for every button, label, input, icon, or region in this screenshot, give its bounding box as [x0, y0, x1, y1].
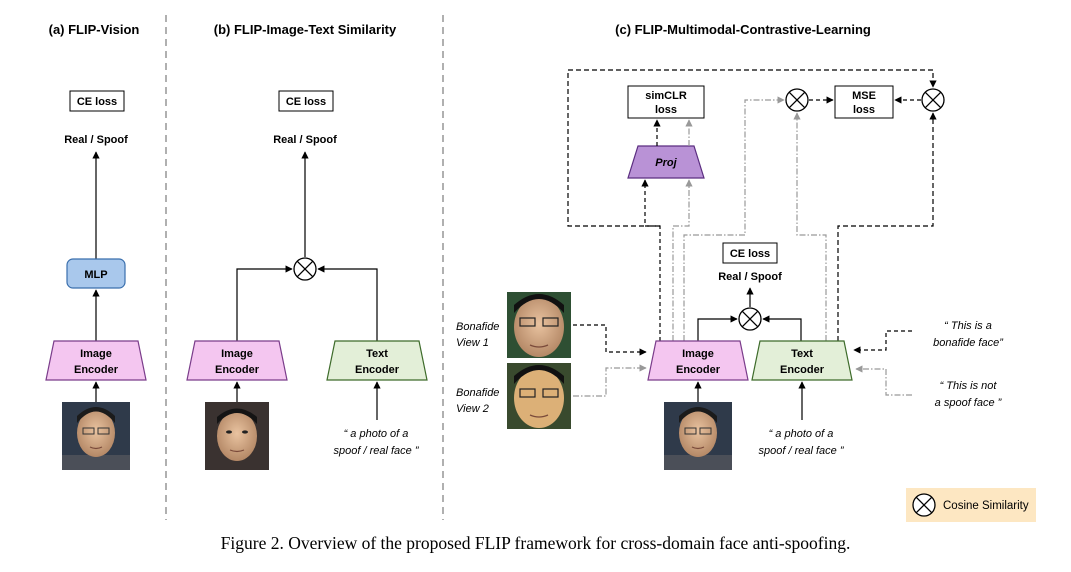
panel-c-cosine-icon-left	[785, 88, 809, 112]
panel-b-arrow-txt-cos	[317, 265, 378, 341]
panel-c-text-encoder-l1: Text	[791, 348, 813, 360]
panel-a-image-encoder-l2: Encoder	[74, 364, 119, 376]
panel-c-text-encoder	[751, 340, 853, 381]
figure-caption: Figure 2. Overview of the proposed FLIP …	[220, 533, 851, 553]
panel-c-prompt-notspoof-l1: “ This is not	[940, 380, 998, 392]
panel-c-mse-loss-box	[834, 85, 894, 119]
panel-b-cosine-icon	[293, 257, 317, 281]
panel-c-arrow-view1-enc	[573, 324, 647, 356]
panel-c-loop-right	[837, 112, 937, 341]
panel-a-image-encoder	[45, 340, 147, 381]
panel-b-ce-loss-box	[278, 90, 334, 112]
panel-c-image-encoder-l1: Image	[682, 348, 714, 360]
panel-b-text-encoder-l2: Encoder	[355, 364, 400, 376]
panel-b-text-encoder	[326, 340, 428, 381]
panel-c-arrow-img-proj-2	[672, 179, 693, 341]
panel-a-ce-loss: CE loss	[77, 96, 117, 108]
panel-c-proj: Proj	[655, 157, 677, 169]
panel-c-mse-l2: loss	[853, 104, 875, 116]
panel-c-image-encoder	[647, 340, 749, 381]
panel-a-image-encoder-l1: Image	[80, 348, 112, 360]
panel-b-output: Real / Spoof	[273, 134, 337, 146]
panel-c-cosine-icon-right	[921, 88, 945, 112]
panel-c-ce-loss: CE loss	[730, 248, 770, 260]
legend-label: Cosine Similarity	[943, 500, 1029, 512]
panel-c-ce-loss-box	[722, 242, 778, 264]
panel-c-prompt-real-l1: “ This is a	[944, 320, 992, 332]
panel-b-prompt-l1: “ a photo of a	[344, 428, 409, 440]
panel-c-text-encoder-l2: Encoder	[780, 364, 825, 376]
panel-a-title: (a) FLIP-Vision	[49, 22, 140, 37]
legend-cosine-icon	[912, 493, 936, 517]
panel-b-face-photo	[205, 402, 269, 470]
panel-c-prompt-notspoof-l2: a spoof face ”	[935, 397, 1003, 409]
panel-b-title: (b) FLIP-Image-Text Similarity	[214, 22, 397, 37]
panel-a-mlp-box	[66, 258, 126, 289]
panel-c-image-encoder-l2: Encoder	[676, 364, 721, 376]
panel-b-arrow-img-cos	[236, 265, 293, 341]
panel-b-image-encoder-l2: Encoder	[215, 364, 260, 376]
panel-c-view2-l1: Bonafide	[456, 387, 499, 399]
panel-c-loop-top	[567, 69, 937, 227]
panel-c-simclr-loss-box	[627, 85, 705, 119]
panel-a-ce-loss-box	[69, 90, 125, 112]
panel-c-arrow-prompt-real-enc	[853, 330, 912, 354]
panel-c-arrow-txt-cos	[762, 315, 802, 341]
panel-c-view1-l1: Bonafide	[456, 321, 499, 333]
panel-c-arrow-img-proj-1	[641, 179, 661, 341]
panel-c-proj-box	[627, 145, 705, 179]
panel-c-simclr-l2: loss	[655, 104, 677, 116]
panel-b-ce-loss: CE loss	[286, 96, 326, 108]
panel-b-prompt-l2: spoof / real face ”	[334, 445, 420, 457]
panel-c-prompt-l1: “ a photo of a	[769, 428, 834, 440]
panel-c-view2-l2: View 2	[456, 403, 489, 415]
panel-c-simclr-l1: simCLR	[645, 90, 687, 102]
panel-c-cosine-icon-center	[738, 307, 762, 331]
panel-c-view2-photo	[507, 363, 571, 429]
panel-a-face-photo	[62, 402, 130, 470]
panel-c-face-photo	[664, 402, 732, 470]
panel-c-view1-l2: View 1	[456, 337, 489, 349]
panel-a-mlp: MLP	[84, 269, 107, 281]
panel-c-prompt-l2: spoof / real face ”	[759, 445, 845, 457]
panel-b-image-encoder-l1: Image	[221, 348, 253, 360]
panel-c-view1-photo	[507, 292, 571, 358]
panel-b-image-encoder	[186, 340, 288, 381]
panel-c-output: Real / Spoof	[718, 271, 782, 283]
panel-a-output: Real / Spoof	[64, 134, 128, 146]
panel-c-arrow-txt-cos-left	[793, 112, 827, 341]
panel-c-arrow-prompt-notspoof-enc	[855, 365, 912, 396]
panel-c-mse-l1: MSE	[852, 90, 876, 102]
panel-c-prompt-real-l2: bonafide face”	[933, 337, 1004, 349]
panel-c-arrow-img-cos-left	[683, 96, 785, 341]
panel-c-arrow-img-cos	[697, 315, 738, 341]
panel-b-text-encoder-l1: Text	[366, 348, 388, 360]
panel-c-arrow-view2-enc	[573, 364, 647, 397]
panel-c-title: (c) FLIP-Multimodal-Contrastive-Learning	[615, 22, 871, 37]
